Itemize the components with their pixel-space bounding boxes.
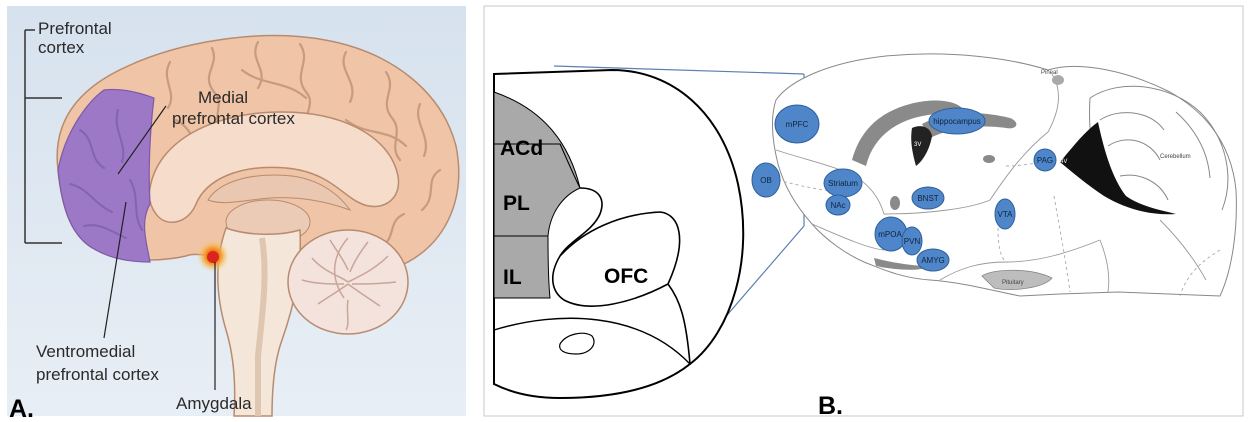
label-amyg: AMYG (921, 256, 945, 265)
label-pvn: PVN (904, 237, 921, 246)
label-pituitary: Pituitary (1002, 280, 1024, 286)
label-acd: ACd (500, 137, 543, 160)
label-hippocampus: hippocampus (933, 117, 981, 126)
label-vta: VTA (998, 210, 1014, 219)
amygdala (207, 251, 219, 263)
label-ob: OB (760, 176, 772, 185)
label-il: IL (503, 266, 522, 289)
label-mpfc: mPFC (786, 120, 809, 129)
label-4v: 4V (1060, 159, 1067, 165)
label-bnst: BNST (917, 194, 938, 203)
cerebellum-a (288, 230, 408, 334)
panel-a: Prefrontal cortex Medial prefrontal cort… (7, 6, 466, 422)
label-vmpfc-2: prefrontal cortex (36, 365, 159, 384)
midbrain-spot (983, 155, 995, 163)
label-ofc: OFC (604, 265, 648, 288)
label-3v: 3V (914, 142, 921, 148)
label-vmpfc-1: Ventromedial (36, 342, 135, 361)
label-pag: PAG (1037, 156, 1053, 165)
label-nac: NAc (830, 201, 845, 210)
label-prefrontal-cortex-1: Prefrontal (38, 19, 112, 38)
label-medial-pfc-2: prefrontal cortex (172, 109, 295, 128)
label-prefrontal-cortex-2: cortex (38, 38, 85, 57)
label-medial-pfc-1: Medial (198, 88, 248, 107)
coronal-section: ACd PL IL OFC (494, 70, 743, 398)
label-pl: PL (503, 192, 530, 215)
pineal (1052, 75, 1064, 85)
label-pineal: Pineal (1041, 70, 1058, 76)
label-amygdala: Amygdala (176, 394, 252, 413)
panel-b-letter: B. (818, 392, 843, 420)
panel-a-letter: A. (9, 395, 34, 422)
label-cerebellum: Cerebellum (1160, 154, 1191, 160)
panel-b: ACd PL IL OFC (484, 6, 1243, 420)
label-mpoa: mPOA (878, 230, 902, 239)
label-striatum: Striatum (828, 179, 858, 188)
anterior-commissure (890, 196, 900, 210)
